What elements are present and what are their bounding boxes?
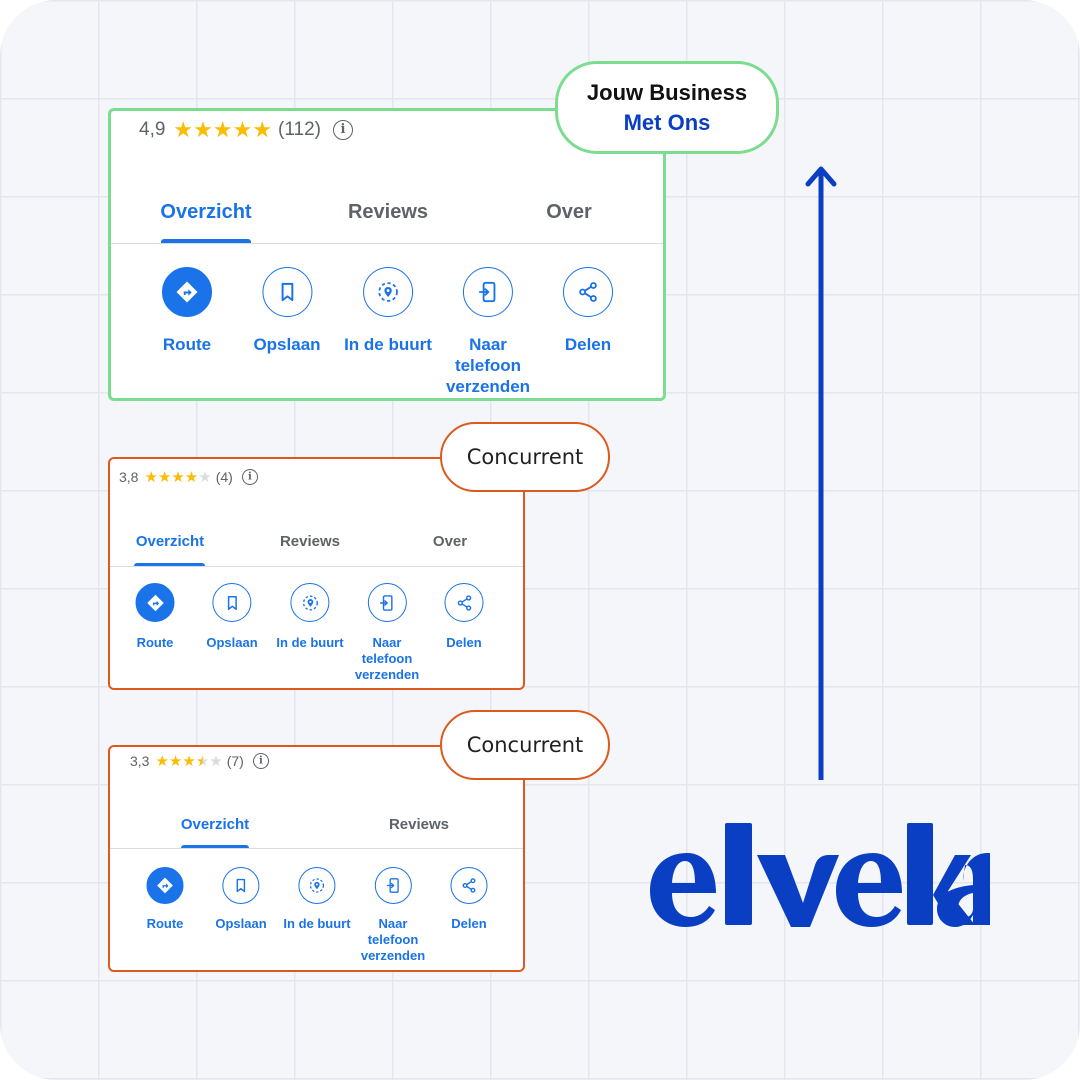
action-label: Delen xyxy=(451,916,487,931)
tab-over[interactable]: Over xyxy=(432,533,468,550)
share-icon xyxy=(563,267,613,317)
tab-active-indicator xyxy=(161,239,251,243)
action-label: In de buurt xyxy=(276,635,344,650)
rating-row: 3,8 ★★★★★ (4) xyxy=(119,468,258,486)
action-label: In de buurt xyxy=(344,335,432,354)
action-label: Naar telefoon verzenden xyxy=(354,635,420,682)
action-label: Route xyxy=(162,335,212,354)
action-label: Route xyxy=(136,635,174,650)
tab-reviews[interactable]: Reviews xyxy=(347,201,429,223)
badge-label: Concurrent xyxy=(466,733,584,757)
action-in-de-buurt-button[interactable]: In de buurt xyxy=(344,267,432,356)
competitor-card-1: 3,8 ★★★★★ (4) Overzicht Reviews Over Route… xyxy=(108,457,525,690)
badge-subtitle: Met Ons xyxy=(623,109,711,135)
badge-label: Concurrent xyxy=(466,445,584,469)
tab-active-indicator xyxy=(134,563,205,566)
star-icon: ★★★★★ xyxy=(173,117,273,142)
send-to-phone-icon xyxy=(463,267,513,317)
action-naar-button[interactable]: Naar telefoon verzenden xyxy=(361,867,425,964)
tab-overzicht[interactable]: Overzicht xyxy=(180,816,250,833)
competitor-badge-2: Concurrent xyxy=(440,710,610,780)
tab-reviews[interactable]: Reviews xyxy=(279,533,341,550)
action-delen-button[interactable]: Delen xyxy=(563,267,613,356)
badge-title: Jouw Business xyxy=(586,79,748,105)
tab-reviews[interactable]: Reviews xyxy=(388,816,450,833)
action-label: Opslaan xyxy=(215,916,267,931)
tab-bar: Overzicht Reviews Over xyxy=(111,111,663,244)
reviews-count: (112) xyxy=(278,119,321,140)
directions-icon xyxy=(162,267,212,317)
action-delen-button[interactable]: Delen xyxy=(450,867,488,932)
action-opslaan-button[interactable]: Opslaan xyxy=(215,867,267,932)
arrow-up-icon xyxy=(805,166,837,780)
action-delen-button[interactable]: Delen xyxy=(444,583,484,651)
competitor-badge-1: Concurrent xyxy=(440,422,610,492)
action-route-button[interactable]: Route xyxy=(162,267,212,356)
action-label: Naar telefoon verzenden xyxy=(445,335,531,396)
action-route-button[interactable]: Route xyxy=(135,583,175,651)
nearby-icon xyxy=(298,867,336,904)
elveka-logo xyxy=(650,823,990,927)
tab-overzicht[interactable]: Overzicht xyxy=(135,533,205,550)
directions-icon xyxy=(135,583,175,622)
info-icon[interactable] xyxy=(333,120,353,140)
bookmark-icon xyxy=(222,867,260,904)
action-label: Delen xyxy=(446,635,482,650)
directions-icon xyxy=(146,867,184,904)
bookmark-icon xyxy=(212,583,252,622)
nearby-icon xyxy=(362,267,413,317)
star-icon: ★★★★★ xyxy=(155,753,223,770)
info-icon[interactable] xyxy=(241,469,258,485)
star-icon: ★★★★★ xyxy=(144,469,212,486)
action-naar-button[interactable]: Naar telefoon verzenden xyxy=(446,267,530,398)
rating-value: 3,8 xyxy=(119,469,139,485)
share-icon xyxy=(450,867,488,904)
bookmark-icon xyxy=(262,267,312,317)
tab-over[interactable]: Over xyxy=(546,201,592,223)
tab-bar: Overzicht Reviews xyxy=(110,747,523,849)
own-business-badge: Jouw Business Met Ons xyxy=(555,61,779,154)
rating-row: 3,3 ★★★★★ (7) xyxy=(130,752,269,770)
action-in-de-buurt-button[interactable]: In de buurt xyxy=(283,867,351,932)
tab-active-indicator xyxy=(181,845,249,848)
action-label: Naar telefoon verzenden xyxy=(360,916,426,963)
info-icon[interactable] xyxy=(252,753,269,769)
rating-value: 4,9 xyxy=(139,119,166,140)
action-label: Delen xyxy=(564,335,612,354)
action-in-de-buurt-button[interactable]: In de buurt xyxy=(276,583,344,651)
rating-row: 4,9 ★★★★★ (112) xyxy=(139,117,353,143)
action-opslaan-button[interactable]: Opslaan xyxy=(206,583,258,651)
tab-bar: Overzicht Reviews Over xyxy=(110,459,523,567)
action-label: Route xyxy=(146,916,184,931)
action-route-button[interactable]: Route xyxy=(146,867,184,932)
send-to-phone-icon xyxy=(367,583,407,622)
rating-value: 3,3 xyxy=(130,753,150,769)
tab-overzicht[interactable]: Overzicht xyxy=(160,201,252,223)
action-naar-button[interactable]: Naar telefoon verzenden xyxy=(355,583,419,683)
share-icon xyxy=(444,583,484,622)
competitor-card-2: 3,3 ★★★★★ (7) Overzicht Reviews Route Opsl… xyxy=(108,745,525,972)
reviews-count: (4) xyxy=(215,469,233,485)
send-to-phone-icon xyxy=(374,867,412,904)
action-label: Opslaan xyxy=(253,335,321,354)
action-label: Opslaan xyxy=(206,635,258,650)
nearby-icon xyxy=(290,583,330,622)
reviews-count: (7) xyxy=(226,753,244,769)
own-business-card: 4,9 ★★★★★ (112) Overzicht Reviews Over Rou… xyxy=(108,108,666,401)
action-opslaan-button[interactable]: Opslaan xyxy=(253,267,321,356)
action-label: In de buurt xyxy=(283,916,351,931)
